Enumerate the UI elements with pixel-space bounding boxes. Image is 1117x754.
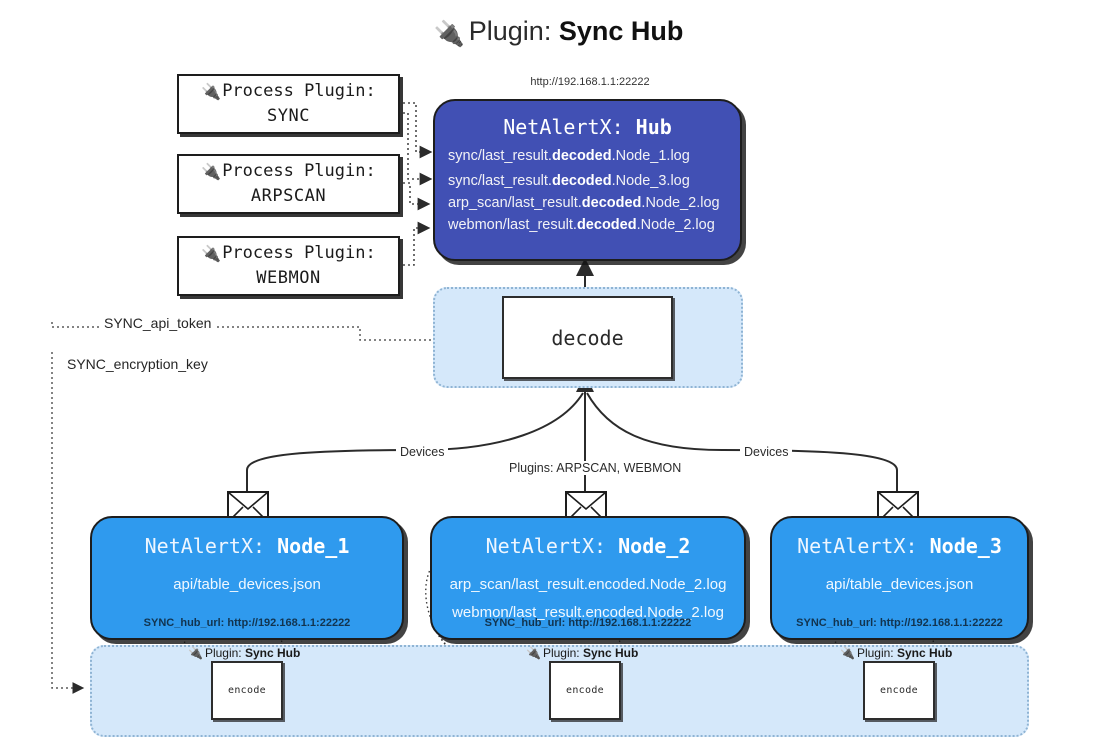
- process-plugin-line1: 🔌Process Plugin:: [201, 81, 376, 102]
- encoder-plugin-label-1: 🔌Plugin: Sync Hub: [188, 646, 301, 660]
- edge-label-devices-right: Devices: [740, 445, 793, 459]
- hub-url-label: http://192.168.1.1:22222: [530, 76, 650, 88]
- plug-icon: 🔌: [433, 20, 465, 48]
- process-plugin-line2: WEBMON: [256, 268, 321, 288]
- secret-label-encryption-key: SYNC_encryption_key: [64, 356, 211, 372]
- process-plugin-box-sync[interactable]: 🔌Process Plugin: SYNC: [177, 74, 400, 134]
- plug-icon: 🔌: [188, 646, 203, 660]
- node-box-node-2[interactable]: NetAlertX: Node_2 arp_scan/last_result.e…: [430, 516, 746, 640]
- plug-icon: 🔌: [201, 244, 222, 264]
- encode-box-2[interactable]: encode: [549, 661, 621, 720]
- hub-log-line-2: sync/last_result.decoded.Node_3.log: [448, 173, 690, 189]
- node-footer: SYNC_hub_url: http://192.168.1.1:22222: [484, 617, 692, 629]
- node-title: NetAlertX: Node_1: [144, 534, 350, 558]
- hub-title: NetAlertX: Hub: [503, 115, 672, 139]
- hub-log-line-4: webmon/last_result.decoded.Node_2.log: [448, 217, 715, 233]
- hub-log-line-3: arp_scan/last_result.decoded.Node_2.log: [448, 195, 720, 211]
- node-line: api/table_devices.json: [173, 576, 321, 593]
- encode-box-3[interactable]: encode: [863, 661, 935, 720]
- node-box-node-3[interactable]: NetAlertX: Node_3 api/table_devices.json…: [770, 516, 1029, 640]
- plug-icon: 🔌: [840, 646, 855, 660]
- node-footer: SYNC_hub_url: http://192.168.1.1:22222: [143, 617, 351, 629]
- hub-log-line-1: sync/last_result.decoded.Node_1.log: [448, 148, 690, 164]
- process-plugin-line1: 🔌Process Plugin:: [201, 243, 376, 264]
- decode-box[interactable]: decode: [502, 296, 673, 379]
- encode-box-1[interactable]: encode: [211, 661, 283, 720]
- page-title: 🔌Plugin: Sync Hub: [0, 16, 1117, 49]
- node-line: arp_scan/last_result.encoded.Node_2.log: [449, 576, 727, 593]
- process-plugin-box-webmon[interactable]: 🔌Process Plugin: WEBMON: [177, 236, 400, 296]
- node-box-node-1[interactable]: NetAlertX: Node_1 api/table_devices.json…: [90, 516, 404, 640]
- hub-box[interactable]: NetAlertX: Hub sync/last_result.decoded.…: [433, 99, 742, 261]
- node-line: webmon/last_result.encoded.Node_2.log: [452, 604, 724, 621]
- edge-label-plugins-mid: Plugins: ARPSCAN, WEBMON: [505, 461, 686, 475]
- node-title: NetAlertX: Node_2: [485, 534, 691, 558]
- encoder-plugin-label-3: 🔌Plugin: Sync Hub: [840, 646, 953, 660]
- plug-icon: 🔌: [201, 82, 222, 102]
- process-plugin-line2: SYNC: [267, 106, 310, 126]
- node-title: NetAlertX: Node_3: [797, 534, 1002, 558]
- title-name: Sync Hub: [558, 16, 684, 46]
- secret-label-api-token: SYNC_api_token: [101, 315, 215, 331]
- plug-icon: 🔌: [201, 162, 222, 182]
- edge-label-devices-left: Devices: [396, 445, 449, 459]
- plug-icon: 🔌: [526, 646, 541, 660]
- title-prefix: Plugin:: [468, 16, 552, 46]
- process-plugin-line2: ARPSCAN: [250, 186, 327, 206]
- node-footer: SYNC_hub_url: http://192.168.1.1:22222: [796, 617, 1003, 629]
- process-plugin-line1: 🔌Process Plugin:: [201, 161, 376, 182]
- node-line: api/table_devices.json: [825, 576, 974, 593]
- process-plugin-box-arpscan[interactable]: 🔌Process Plugin: ARPSCAN: [177, 154, 400, 214]
- encoder-plugin-label-2: 🔌Plugin: Sync Hub: [526, 646, 639, 660]
